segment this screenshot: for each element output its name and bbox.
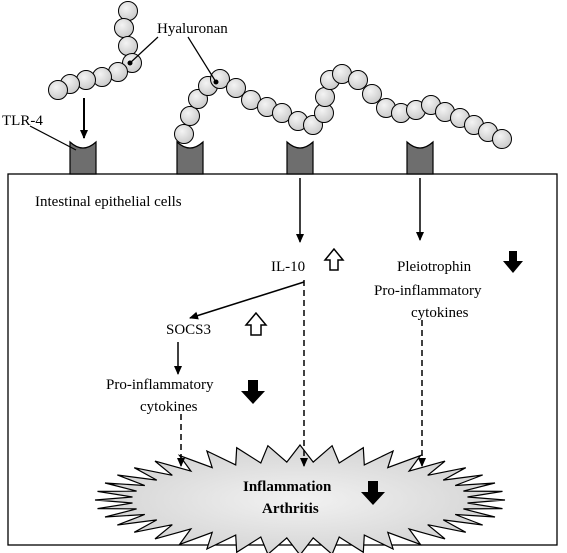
- dashed-pathway-arrows: [177, 280, 426, 467]
- proinflam-left-down-arrow-icon: [241, 380, 265, 404]
- hyaluronan-bead: [118, 36, 138, 56]
- il10-up-arrow-icon: [323, 247, 345, 271]
- hyaluronan-bead: [48, 80, 68, 100]
- indicator-arrows: [241, 247, 523, 505]
- hyaluronan-bead: [272, 103, 292, 123]
- hyaluronan-bead: [315, 87, 335, 107]
- arthritis-label: Arthritis: [262, 501, 319, 517]
- epithelial-cells-label: Intestinal epithelial cells: [35, 194, 182, 210]
- pleiotrophin-label: Pleiotrophin: [397, 259, 472, 275]
- hyaluronan-bead: [226, 78, 246, 98]
- pleiotrophin-down-arrow-icon: [503, 251, 523, 273]
- hyaluronan-bead: [362, 84, 382, 104]
- hyaluronan-label: Hyaluronan: [157, 21, 228, 37]
- tlr4-receptor-3: [286, 140, 314, 175]
- tlr4-receptor-4: [406, 140, 434, 175]
- tlr4-receptors: [69, 140, 434, 175]
- proinflam-left-line2: cytokines: [140, 399, 198, 415]
- tlr4-receptor-1: [69, 140, 97, 175]
- hyaluronan-bead: [114, 18, 134, 38]
- outcome-down-arrow-icon: [361, 481, 385, 505]
- il10-label: IL-10: [271, 259, 305, 275]
- hyaluronan-bead: [180, 106, 200, 126]
- hyaluronan-bead: [492, 129, 512, 149]
- tlr4-label: TLR-4: [2, 113, 43, 129]
- proinflam-right-line2: cytokines: [411, 305, 469, 321]
- hyaluronan-chains: [48, 1, 512, 149]
- hyaluronan-bead: [118, 1, 138, 21]
- solid-pathway-arrows: [174, 178, 424, 375]
- socs3-up-arrow-icon: [244, 311, 268, 336]
- proinflam-right-line1: Pro-inflammatory: [374, 283, 482, 299]
- hyaluronan-leader-lines: [127, 36, 219, 85]
- inflammation-burst: [94, 444, 506, 553]
- tlr4-receptor-2: [176, 140, 204, 175]
- hyaluronan-bead: [174, 124, 194, 144]
- inflammation-label: Inflammation: [243, 479, 332, 495]
- tlr4-leader-line: [29, 125, 77, 151]
- arrow-il10-to-socs3: [189, 281, 305, 320]
- socs3-label: SOCS3: [166, 322, 211, 338]
- hyaluronan-bead: [348, 70, 368, 90]
- proinflam-left-line1: Pro-inflammatory: [106, 377, 214, 393]
